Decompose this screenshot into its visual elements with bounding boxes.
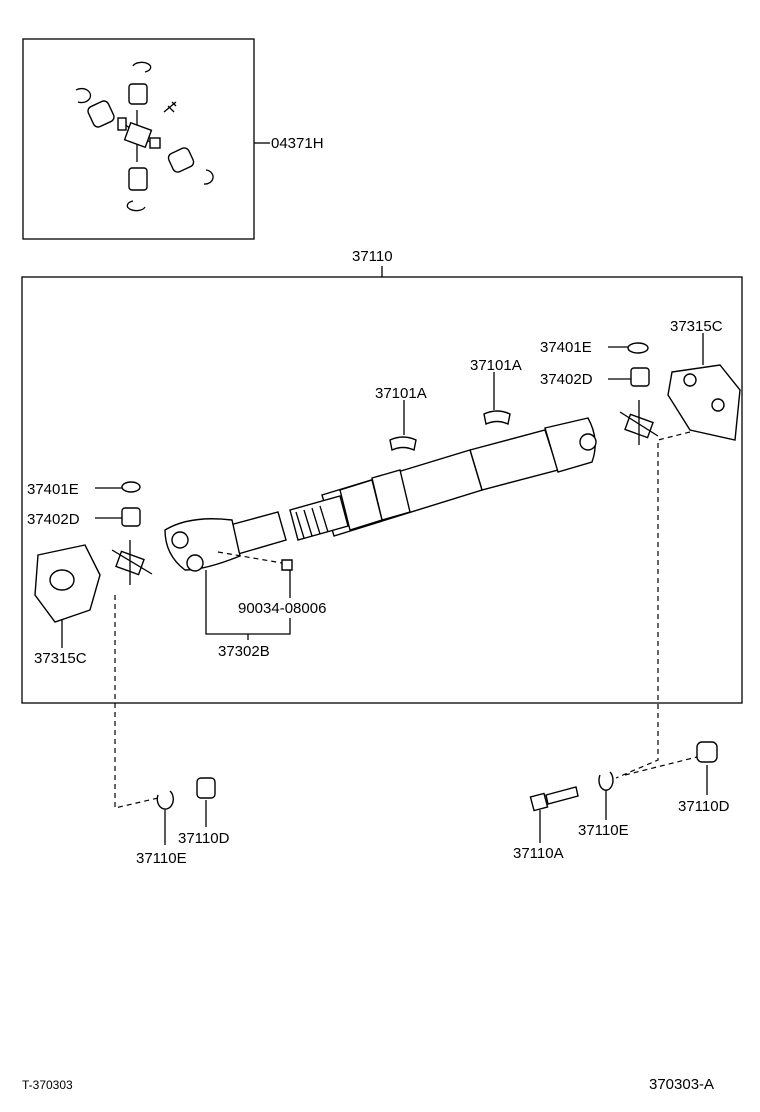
label-37401E-left: 37401E [27,481,79,498]
nut-left [196,777,216,799]
washer-right [598,771,614,791]
bearing-shell-lower [389,436,417,452]
assembly-frame [21,276,743,704]
nut-right [696,741,718,763]
label-37315C-left: 37315C [34,650,87,667]
label-37315C-right: 37315C [670,318,723,335]
label-37101A-lower: 37101A [375,385,427,402]
label-37101A-upper: 37101A [470,357,522,374]
footer-left: T-370303 [22,1078,73,1092]
label-37110D-left: 37110D [178,830,230,847]
grease-fitting [281,559,293,571]
spider-right [619,400,659,445]
bearing-cap-left [121,507,141,527]
footer-right: 370303-A [649,1076,714,1093]
label-37110A: 37110A [513,845,564,862]
bearing-cap-right [630,367,650,387]
spider-left [111,540,153,585]
snap-ring-right [627,342,649,354]
bolt-37110A [529,786,579,812]
label-37401E-right: 37401E [540,339,592,356]
label-37110D-right: 37110D [678,798,730,815]
label-37110E-left: 37110E [136,850,187,867]
snap-ring-left [121,481,141,493]
washer-left [156,790,174,810]
inset-frame [22,38,255,240]
bearing-shell-upper [483,410,511,426]
spider-kit-illustration [75,61,214,212]
label-04371H: 04371H [271,135,324,152]
label-90034-08006: 90034-08006 [238,600,326,617]
label-37402D-right: 37402D [540,371,593,388]
label-37110E-right: 37110E [578,822,629,839]
propeller-shaft-illustration [164,417,597,572]
label-37402D-left: 37402D [27,511,80,528]
label-assembly: 37110 [352,248,393,265]
label-37302B: 37302B [218,643,270,660]
flange-yoke-right [667,364,741,441]
